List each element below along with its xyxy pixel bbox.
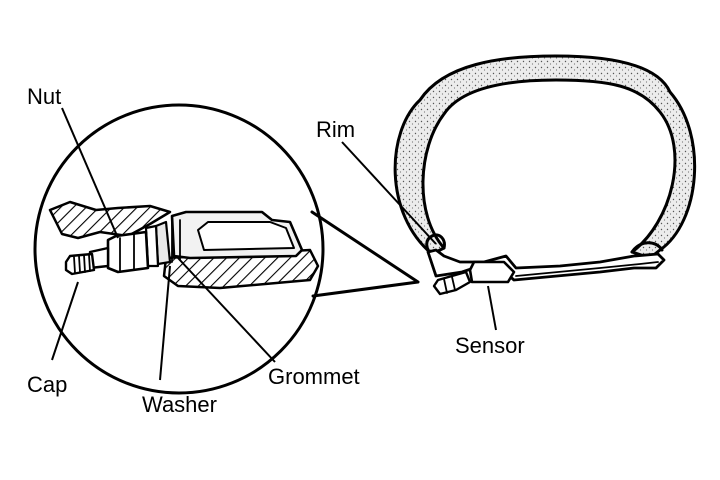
label-washer: Washer [142, 392, 217, 417]
leader-rim [341, 141, 437, 245]
wheel-rim-inner [515, 261, 659, 277]
label-grommet: Grommet [268, 364, 360, 389]
callout-pointer [310, 210, 420, 298]
tire-cross-section [393, 54, 697, 296]
zoom-callout [33, 103, 420, 395]
label-nut: Nut [27, 84, 61, 109]
tire-bead-left [425, 233, 446, 256]
rim-section-lower [162, 248, 320, 290]
tire-bead-right [630, 241, 664, 254]
leader-washer [159, 265, 171, 381]
label-rim: Rim [316, 117, 355, 142]
cap-knurl [73, 254, 91, 274]
leader-sensor [487, 285, 497, 331]
nut-shape [106, 230, 150, 274]
leader-cap [51, 281, 79, 361]
tire-shape [393, 54, 697, 260]
label-cap: Cap [27, 372, 67, 397]
rim-valve [432, 270, 472, 296]
label-sensor: Sensor [455, 333, 525, 358]
leader-grommet [177, 257, 276, 363]
leader-lines [51, 107, 497, 381]
rim-sensor [468, 260, 516, 284]
sensor-window [197, 221, 295, 251]
detail-contents [48, 200, 320, 290]
leader-nut [61, 107, 119, 239]
detail-circle [33, 103, 325, 395]
